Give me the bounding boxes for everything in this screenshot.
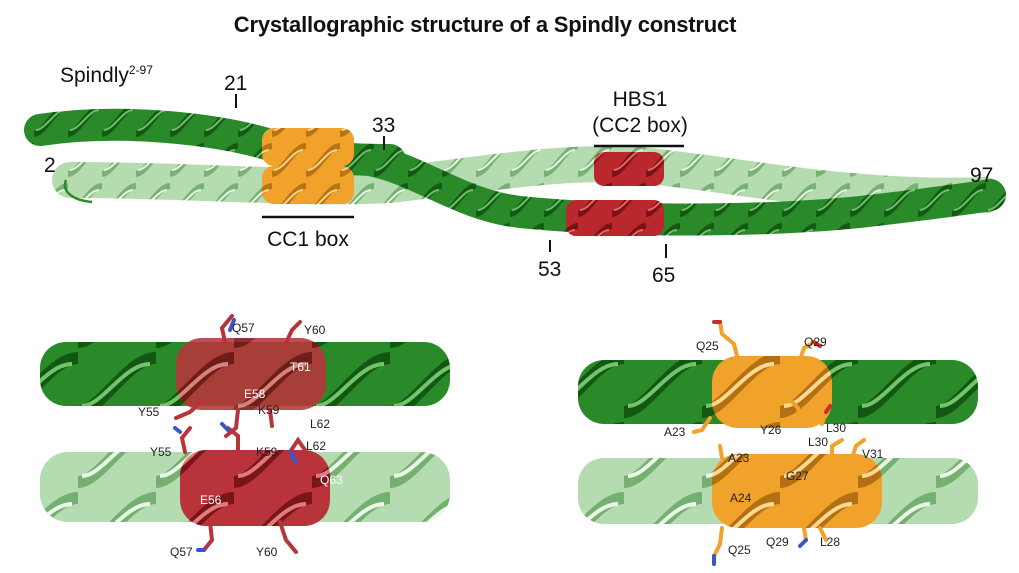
cc1-box-label: CC1 box	[267, 228, 349, 251]
residue-marker-33: 33	[372, 114, 395, 137]
left-res-E58: E58	[244, 387, 266, 401]
left-res-Q57-top: Q57	[232, 321, 255, 335]
left-res-Y55-upper: Y55	[138, 405, 160, 419]
helix-chain-a-cterm	[354, 144, 1006, 236]
left-res-T61: T61	[290, 360, 311, 374]
cc2-box-label: (CC2 box)	[592, 114, 688, 137]
left-zoom-red-lower	[180, 450, 330, 526]
residue-marker-97: 97	[970, 164, 993, 187]
right-zoom-panel: Q25 Q29 L30 Y26 A23 L30 A23 V31 G27 A24 …	[578, 320, 978, 566]
right-res-A23-bottom: A23	[728, 451, 750, 465]
left-res-Y60-top: Y60	[304, 323, 326, 337]
overview-panel: Spindly2-97 2 21 33 53 65 97 CC1 box HBS…	[24, 63, 1006, 287]
left-res-L62-bottom: L62	[306, 439, 326, 453]
construct-label: Spindly2-97	[60, 63, 153, 87]
right-res-G27: G27	[786, 469, 809, 483]
right-res-Q29-bottom: Q29	[766, 535, 789, 549]
right-res-Q25-bottom: Q25	[728, 543, 751, 557]
left-res-Y60-bottom: Y60	[256, 545, 278, 559]
residue-marker-2: 2	[44, 154, 56, 177]
right-res-Q25-top: Q25	[696, 339, 719, 353]
left-zoom-red-upper	[176, 338, 326, 410]
cc1-box-upper	[262, 128, 354, 166]
left-res-E56: E56	[200, 493, 222, 507]
left-res-Y55-lower: Y55	[150, 445, 172, 459]
residue-marker-53: 53	[538, 258, 561, 281]
right-zoom-sidechains	[692, 320, 866, 566]
hbs1-upper	[594, 152, 664, 186]
right-res-L28: L28	[820, 535, 840, 549]
right-zoom-orange-upper	[712, 356, 832, 428]
right-res-L30-bottom: L30	[808, 435, 828, 449]
left-res-L62-top: L62	[310, 417, 330, 431]
right-res-V31: V31	[862, 447, 884, 461]
left-zoom-panel: Q57 Y60 T61 E58 K59 L62 Y55 Y55 K59 L62 …	[40, 314, 450, 559]
figure-title: Crystallographic structure of a Spindly …	[233, 12, 737, 37]
residue-marker-21: 21	[224, 72, 247, 95]
residue-marker-65: 65	[652, 264, 675, 287]
hbs1-label: HBS1	[613, 88, 668, 111]
cc1-box-lower	[262, 166, 354, 204]
right-zoom-orange-lower	[712, 454, 882, 528]
right-res-Q29-top: Q29	[804, 335, 827, 349]
right-res-A23-top: A23	[664, 425, 686, 439]
left-res-K59-bottom: K59	[256, 445, 278, 459]
chain-b-tail	[63, 179, 93, 204]
right-res-A24: A24	[730, 491, 752, 505]
left-zoom-sidechains	[173, 314, 307, 554]
left-res-Q63: Q63	[320, 473, 343, 487]
helix-chain-b	[52, 146, 1003, 214]
left-res-Q57-bottom: Q57	[170, 545, 193, 559]
left-res-K59-top: K59	[258, 403, 280, 417]
right-res-Y26: Y26	[760, 423, 782, 437]
hbs1-lower	[566, 200, 664, 236]
right-res-L30-top: L30	[826, 421, 846, 435]
